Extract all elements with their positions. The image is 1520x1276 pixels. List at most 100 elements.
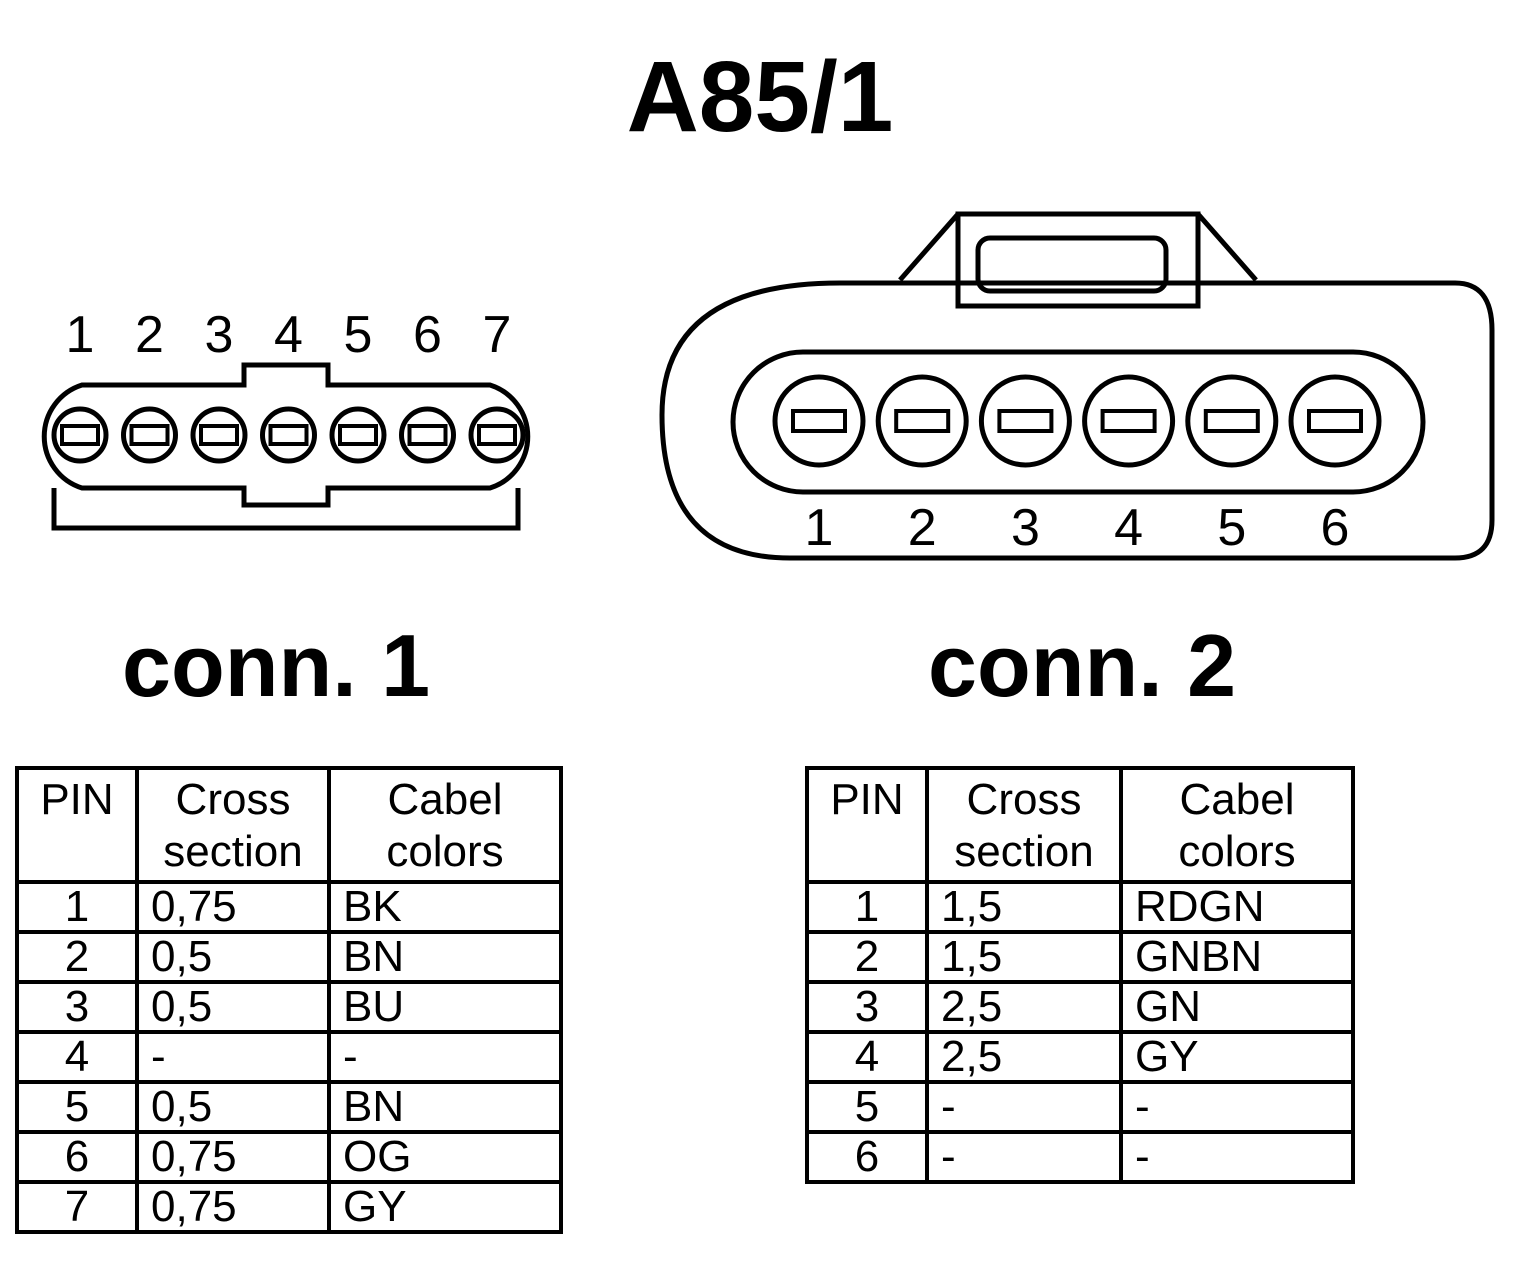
pin-cell: 7 bbox=[15, 1180, 139, 1234]
cable-color-cell: BK bbox=[327, 880, 563, 934]
cross-section-cell: 0,5 bbox=[135, 930, 331, 984]
connector-1-contact bbox=[407, 424, 448, 446]
connector-2-socket bbox=[772, 374, 866, 468]
cable-color-cell: GY bbox=[1119, 1030, 1355, 1084]
cable-color-cell: - bbox=[1119, 1080, 1355, 1134]
pin-cell: 1 bbox=[805, 880, 929, 934]
pin-cell: 2 bbox=[805, 930, 929, 984]
cross-section-cell: 0,75 bbox=[135, 880, 331, 934]
connector-2-contact bbox=[1100, 409, 1157, 433]
connector-1-contact bbox=[199, 424, 239, 446]
connector-2-latch-ramp bbox=[898, 211, 1258, 282]
pin-cell: 2 bbox=[15, 930, 139, 984]
pin-cell: 3 bbox=[15, 980, 139, 1034]
connector-2-latch-inner bbox=[975, 235, 1169, 294]
connector-1-pin-number: 7 bbox=[483, 306, 512, 364]
connector-2-label: conn. 2 bbox=[928, 616, 1237, 715]
connector-1-pin-number: 6 bbox=[413, 306, 442, 364]
connector-1-pin-number: 5 bbox=[344, 306, 373, 364]
pin-cell: 4 bbox=[15, 1030, 139, 1084]
connector-2-sockets bbox=[772, 374, 1382, 468]
cable-color-cell: - bbox=[327, 1030, 563, 1084]
connector-1-socket bbox=[260, 406, 317, 464]
cross-section-cell: 1,5 bbox=[925, 930, 1123, 984]
connector-2-pin-number: 2 bbox=[908, 499, 937, 557]
connector-2-pin-number: 6 bbox=[1321, 499, 1350, 557]
connector-2-table-row: 5-- bbox=[805, 1080, 1355, 1134]
pin-cell: 6 bbox=[805, 1130, 929, 1184]
connector-2-contact bbox=[1203, 409, 1260, 433]
connector-1-pin-number: 4 bbox=[274, 306, 303, 364]
connector-1-contact bbox=[338, 424, 378, 446]
connector-2-socket bbox=[875, 374, 969, 468]
connector-1-drawing bbox=[41, 362, 531, 531]
connector-2-housing bbox=[659, 280, 1495, 561]
connector-2-header-pin: PIN bbox=[805, 766, 929, 884]
cross-section-cell: 2,5 bbox=[925, 1030, 1123, 1084]
cable-color-cell: GNBN bbox=[1119, 930, 1355, 984]
diagram-title: A85/1 bbox=[626, 41, 894, 153]
connector-1-table-row: 4-- bbox=[15, 1030, 563, 1084]
connector-2-contact bbox=[791, 409, 847, 433]
connector-2-pin-number: 4 bbox=[1114, 499, 1143, 557]
cable-color-cell: - bbox=[1119, 1130, 1355, 1184]
cross-section-cell: 2,5 bbox=[925, 980, 1123, 1034]
connector-2-socket bbox=[978, 374, 1072, 468]
cable-color-cell: BU bbox=[327, 980, 563, 1034]
connector-1-socket bbox=[329, 406, 387, 464]
connector-2-table-row: 6-- bbox=[805, 1130, 1355, 1184]
connector-2-contact bbox=[1307, 409, 1363, 433]
cable-color-cell: BN bbox=[327, 930, 563, 984]
connector-1-socket bbox=[121, 406, 178, 464]
connector-1-pin-number: 2 bbox=[135, 306, 164, 364]
connector-2-latch-outer bbox=[955, 211, 1201, 309]
connector-1-contact bbox=[60, 424, 100, 446]
connector-1-socket bbox=[399, 406, 456, 464]
connector-1-socket bbox=[51, 406, 109, 464]
connector-2-drawing bbox=[659, 211, 1495, 561]
connector-2-face bbox=[730, 349, 1426, 495]
pin-cell: 1 bbox=[15, 880, 139, 934]
connector-2-contact bbox=[894, 409, 951, 433]
connector-1-socket bbox=[468, 406, 526, 464]
cross-section-cell: - bbox=[925, 1130, 1123, 1184]
cross-section-cell: 0,75 bbox=[135, 1130, 331, 1184]
pin-cell: 6 bbox=[15, 1130, 139, 1184]
connector-1-pin-number: 1 bbox=[66, 306, 95, 364]
cable-color-cell: GN bbox=[1119, 980, 1355, 1034]
connector-1-contact bbox=[477, 424, 517, 446]
connector-1-housing bbox=[41, 362, 531, 508]
connector-1-base bbox=[51, 488, 521, 531]
cross-section-cell: 1,5 bbox=[925, 880, 1123, 934]
cross-section-cell: 0,5 bbox=[135, 1080, 331, 1134]
cross-section-cell: 0,75 bbox=[135, 1180, 331, 1234]
connector-2-socket bbox=[1288, 374, 1382, 468]
cable-color-cell: GY bbox=[327, 1180, 563, 1234]
connector-1-pin-number: 3 bbox=[205, 306, 234, 364]
pin-cell: 5 bbox=[805, 1080, 929, 1134]
connector-2-pin-number: 1 bbox=[805, 499, 834, 557]
cross-section-cell: 0,5 bbox=[135, 980, 331, 1034]
pin-cell: 4 bbox=[805, 1030, 929, 1084]
connector-2-pin-number: 5 bbox=[1217, 499, 1246, 557]
connector-1-sockets bbox=[51, 406, 526, 464]
pin-cell: 3 bbox=[805, 980, 929, 1034]
connector-2-socket bbox=[1082, 374, 1176, 468]
cable-color-cell: BN bbox=[327, 1080, 563, 1134]
cross-section-cell: - bbox=[135, 1030, 331, 1084]
